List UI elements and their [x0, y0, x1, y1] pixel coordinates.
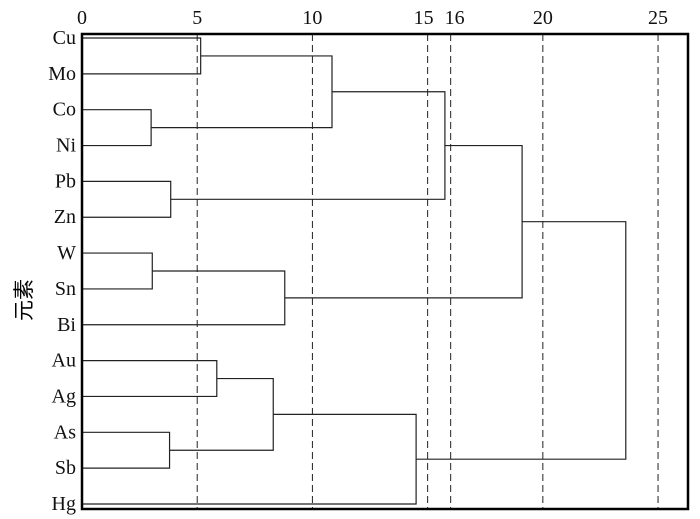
leaf-label-w: W	[57, 242, 76, 264]
merge-link-e	[170, 91, 446, 200]
leaf-label-mo: Mo	[48, 63, 76, 85]
x-tick-label: 5	[192, 7, 202, 29]
x-tick-label: 25	[648, 7, 668, 29]
merge-link-d	[82, 180, 172, 218]
x-tick-label: 10	[302, 7, 322, 29]
leaf-label-au: Au	[52, 350, 76, 372]
x-tick-label: 0	[77, 7, 87, 29]
leaf-label-sn: Sn	[55, 278, 76, 300]
leaf-label-cu: Cu	[53, 27, 76, 49]
leaf-label-co: Co	[53, 99, 76, 121]
merge-link-i	[82, 360, 218, 398]
plot-frame	[80, 32, 690, 511]
merge-link-c	[151, 55, 333, 129]
x-tick-label: 15	[414, 7, 434, 29]
x-tick-label: 20	[533, 7, 553, 29]
leaf-label-pb: Pb	[55, 170, 76, 192]
leaf-label-bi: Bi	[57, 314, 76, 336]
leaf-label-sb: Sb	[55, 457, 76, 479]
y-axis-label: 元素	[12, 279, 36, 321]
merge-link-m	[416, 221, 627, 460]
merge-link-b	[82, 109, 152, 147]
merge-link-a	[82, 37, 202, 75]
merge-link-l	[82, 413, 417, 505]
merge-link-k	[169, 377, 274, 451]
leaf-label-hg: Hg	[52, 493, 76, 515]
leaf-label-ni: Ni	[56, 135, 76, 157]
merge-link-g	[82, 270, 286, 326]
merge-link-h	[284, 144, 523, 299]
merge-link-j	[82, 431, 171, 469]
leaf-label-zn: Zn	[54, 206, 76, 228]
x-tick-label: 16	[445, 7, 465, 29]
leaf-label-as: As	[54, 421, 76, 443]
leaf-label-ag: Ag	[52, 385, 76, 407]
merge-link-f	[82, 252, 153, 290]
